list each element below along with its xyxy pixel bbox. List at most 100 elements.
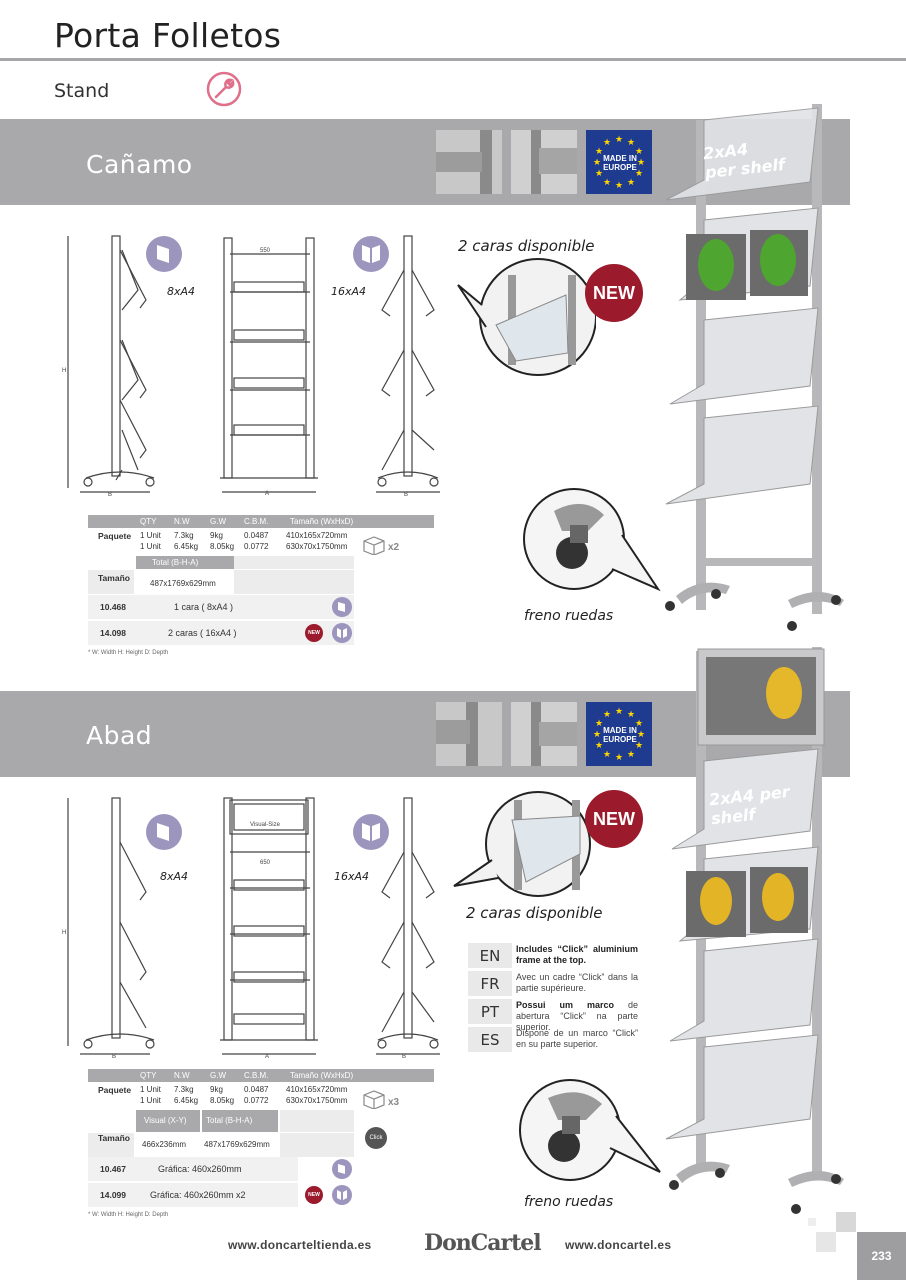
dim-top-label: 550 [260, 248, 271, 254]
svg-text:★: ★ [593, 729, 601, 739]
col-qty: QTY [140, 1071, 157, 1080]
visual-header-cell [136, 1110, 200, 1132]
new-mini-badge: NEW [305, 624, 323, 642]
wheel-brake-label: freno ruedas [524, 1194, 614, 1210]
size-label: Tamaño [98, 573, 130, 583]
joint-thumbnail [511, 130, 577, 194]
box-icon [363, 536, 385, 555]
dim-b-label: B [108, 492, 112, 498]
made-in-label: MADE IN EUROPE [603, 726, 637, 744]
package-label: Paquete [98, 1085, 132, 1095]
lang-code-es: ES [468, 1027, 512, 1052]
total-header-cell [202, 1110, 278, 1132]
product-row [88, 1183, 298, 1207]
svg-text:★: ★ [635, 740, 643, 750]
svg-text:★: ★ [627, 137, 635, 147]
section-title-abad: Abad [86, 721, 153, 750]
visual-header: Visual (X-Y) [144, 1116, 187, 1125]
two-side-icon [353, 814, 389, 850]
product-row [88, 1157, 298, 1181]
col-nw: N.W [174, 1071, 190, 1080]
cell-qty: 1 Unit [140, 1085, 161, 1094]
cell-nw: 6.45kg [174, 542, 199, 551]
total-header: Total (B-H-A) [152, 558, 199, 567]
one-side-capacity: 8xA4 [160, 870, 189, 883]
svg-text:★: ★ [595, 146, 603, 156]
dim-a-label: A [265, 491, 269, 497]
dim-b2-label: B [402, 1054, 406, 1060]
col-gw: G.W [210, 1071, 226, 1080]
lang-code-en: EN [468, 943, 512, 968]
profile-thumbnail [436, 130, 502, 194]
footnote: * W: Width H: Height D: Depth [88, 1212, 169, 1218]
dim-h-label: H [62, 930, 66, 936]
blank-cell [280, 1133, 354, 1157]
dim-h-label: H [62, 368, 66, 374]
svg-text:★: ★ [595, 718, 603, 728]
svg-text:★: ★ [615, 752, 623, 762]
size-label-cell [88, 1133, 134, 1157]
footer-url-left[interactable]: www.doncarteltienda.es [228, 1238, 372, 1252]
one-side-icon [332, 1159, 352, 1179]
product-desc: 2 caras ( 16xA4 ) [168, 628, 237, 638]
col-qty: QTY [140, 517, 157, 526]
cell-gw: 9kg [210, 531, 223, 540]
cell-cbm: 0.0487 [244, 531, 269, 540]
product-code: 14.099 [100, 1190, 126, 1200]
total-size-value: 487x1769x629mm [150, 579, 216, 588]
two-side-icon [353, 236, 389, 272]
col-cbm: C.B.M. [244, 517, 269, 526]
visual-size-label: Visual-Size [250, 822, 281, 828]
two-sides-note: 2 caras disponible [466, 904, 603, 922]
size-label: Tamaño [98, 1133, 130, 1143]
dim-a-label: A [265, 1054, 269, 1060]
product-code: 14.098 [100, 628, 126, 638]
two-side-capacity: 16xA4 [334, 870, 370, 883]
cell-size: 630x70x1750mm [286, 1096, 348, 1105]
table-header-row [88, 515, 434, 528]
lang-text-en: Includes “Click” aluminium frame at the … [516, 944, 638, 965]
decor-squares [808, 1212, 856, 1252]
wheel-brake-callout [519, 1079, 661, 1181]
footnote: * W: Width H: Height D: Depth [88, 650, 169, 656]
cell-nw: 7.3kg [174, 1085, 194, 1094]
svg-text:★: ★ [615, 180, 623, 190]
stand-photo-abad [665, 647, 844, 1214]
box-count: x3 [388, 1097, 400, 1108]
cell-gw: 8.05kg [210, 542, 235, 551]
col-cbm: C.B.M. [244, 1071, 269, 1080]
profile-thumbnail [436, 702, 502, 766]
footer-url-right[interactable]: www.doncartel.es [565, 1238, 672, 1252]
technical-drawing-abad: H Visual-Size 650 A B B [62, 797, 440, 1060]
blank-cell [280, 1110, 354, 1132]
lang-code-pt: PT [468, 999, 512, 1024]
one-side-icon [332, 597, 352, 617]
svg-text:★: ★ [615, 134, 623, 144]
cell-cbm: 0.0487 [244, 1085, 269, 1094]
total-header-cell [136, 556, 234, 569]
cell-cbm: 0.0772 [244, 1096, 269, 1105]
svg-text:★: ★ [627, 749, 635, 759]
click-frame-badge: Click [365, 1127, 387, 1149]
cell-nw: 7.3kg [174, 531, 194, 540]
col-nw: N.W [174, 517, 190, 526]
page-subtitle: Stand [54, 80, 110, 102]
wheel-brake-label: freno ruedas [524, 608, 614, 624]
product-row [88, 595, 354, 619]
two-side-icon [332, 1185, 352, 1205]
dim-b-label: B [112, 1054, 116, 1060]
box-count: x2 [388, 542, 400, 553]
svg-text:★: ★ [635, 718, 643, 728]
product-desc: Gráfica: 460x260mm x2 [150, 1190, 246, 1200]
svg-text:★: ★ [637, 157, 645, 167]
page-number: 233 [857, 1232, 906, 1280]
joint-thumbnail [511, 702, 577, 766]
section-title-canamo: Cañamo [86, 150, 193, 179]
wheel-brake-callout [523, 488, 661, 592]
new-mini-badge: NEW [305, 1186, 323, 1204]
stand-photo-canamo [665, 104, 844, 631]
svg-text:★: ★ [603, 749, 611, 759]
made-in-europe-flag: ★★★★ ★★★★ ★★★★ MADE IN EUROPE [586, 702, 652, 766]
total-size-value: 487x1769x629mm [204, 1140, 270, 1149]
col-size: Tamaño (WxHxD) [290, 1071, 354, 1080]
